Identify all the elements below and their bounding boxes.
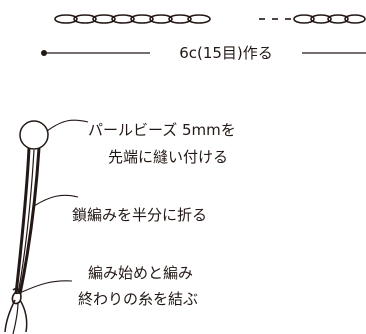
callout-pearl-line2: 先端に縫い付ける (108, 148, 228, 166)
chain-stitch (54, 14, 78, 24)
chain-stitch (73, 14, 97, 24)
yarn-end-left (4, 299, 16, 333)
leader-tie (21, 280, 73, 293)
chain-stitch (344, 14, 366, 24)
strap-illustration (4, 120, 49, 334)
chain-stitch (168, 14, 192, 24)
chain-stitch (327, 14, 349, 24)
pearl-bead (19, 120, 49, 150)
yarn-end-right (19, 299, 28, 333)
chain-stitch (111, 14, 135, 24)
chain-stitch (293, 14, 315, 24)
chain-stitch-row (54, 14, 366, 24)
yarn-end-mid (12, 301, 19, 334)
callout-pearl-line1: パールビーズ 5mmを (88, 121, 236, 139)
chain-stitch (130, 14, 154, 24)
chain-width-dimension: 6c(15目)作る (41, 44, 366, 62)
chain-stitches-right (293, 14, 366, 24)
chain-stitch (92, 14, 116, 24)
callout-fold: 鎖編みを半分に折る (72, 206, 207, 224)
strap-strand-inner (17, 149, 35, 295)
leader-pearl (46, 119, 89, 132)
callout-tie-line2: 終わりの糸を結ぶ (78, 290, 198, 308)
chain-stitch (149, 14, 173, 24)
strap-strand-left (14, 147, 31, 295)
chain-width-label: 6c(15目)作る (179, 44, 273, 62)
chain-stitch (310, 14, 332, 24)
callout-tie-line1: 編み始めと編み (88, 264, 193, 282)
chain-stitches-left (54, 14, 211, 24)
chain-stitch (187, 14, 211, 24)
leader-lines (21, 119, 89, 293)
leader-fold (33, 194, 79, 207)
strap-strand-right (18, 147, 41, 295)
